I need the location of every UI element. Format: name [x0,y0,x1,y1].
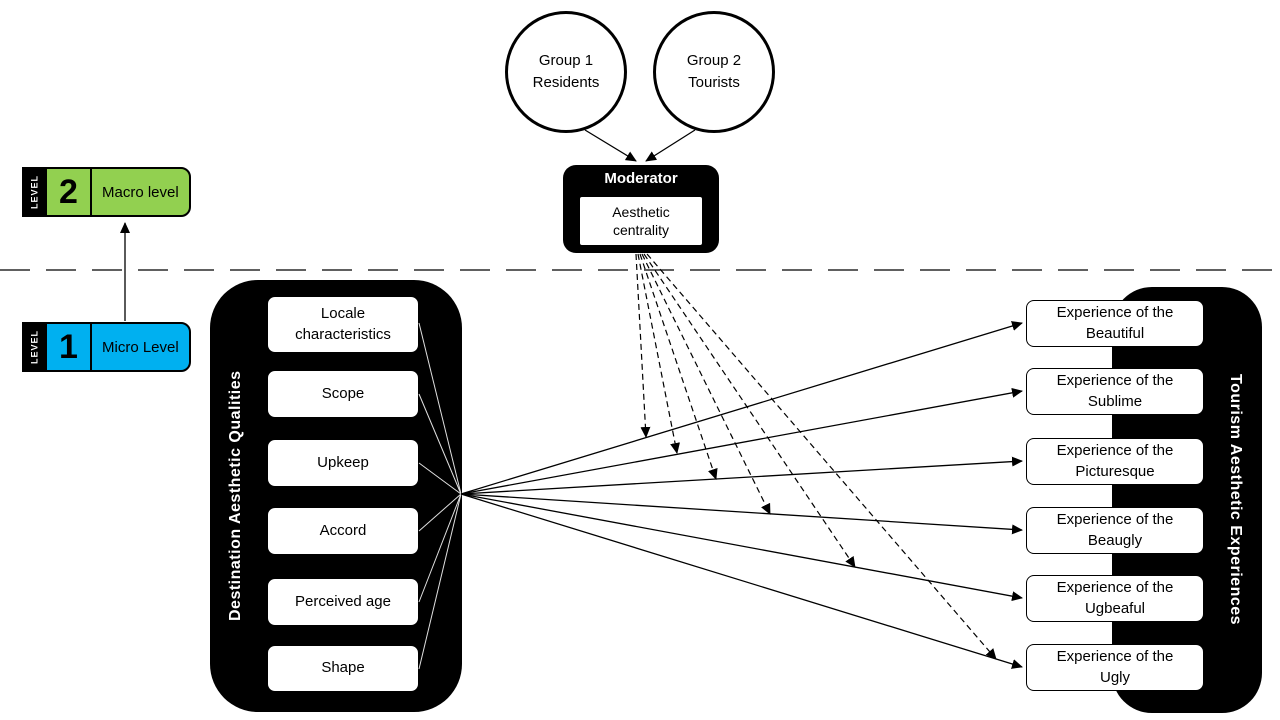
experience-beaugly: Experience of the Beaugly [1026,507,1204,554]
group-2-label: Group 2 Tourists [686,52,742,91]
level-1-number: 1 [47,322,90,372]
experience-sublime: Experience of the Sublime [1026,368,1204,415]
tourism-experiences-title: Tourism Aesthetic Experiences [1227,374,1244,626]
tourism-experiences-panel [1112,287,1262,713]
destination-qualities-title: Destination Aesthetic Qualities [227,370,244,622]
level-1-word: LEVEL [22,322,47,372]
group-2-tourists-node: Group 2 Tourists [653,11,775,133]
level-1-badge: LEVEL 1 Micro Level [22,322,191,372]
quality-locale-characteristics: Locale characteristics [267,296,419,353]
quality-scope: Scope [267,370,419,418]
quality-accord: Accord [267,507,419,555]
moderation-arrows [635,253,997,660]
group-1-label: Group 1 Residents [532,52,600,91]
experience-ugly: Experience of the Ugly [1026,644,1204,691]
moderator-box: Moderator Aesthetic centrality [563,165,719,253]
experience-beautiful: Experience of the Beautiful [1026,300,1204,347]
level-2-number: 2 [47,167,90,217]
level-1-label: Micro Level [90,322,191,372]
level-2-badge: LEVEL 2 Macro level [22,167,191,217]
experience-ugbeaful: Experience of the Ugbeaful [1026,575,1204,622]
group-1-residents-node: Group 1 Residents [505,11,627,133]
effect-arrows [460,321,1023,669]
quality-perceived-age: Perceived age [267,578,419,626]
moderator-variable: Aesthetic centrality [579,196,703,246]
moderator-title: Moderator [604,170,678,187]
level-2-word: LEVEL [22,167,47,217]
experience-picturesque: Experience of the Picturesque [1026,438,1204,485]
level-2-label: Macro level [90,167,191,217]
quality-shape: Shape [267,645,419,692]
quality-upkeep: Upkeep [267,439,419,487]
